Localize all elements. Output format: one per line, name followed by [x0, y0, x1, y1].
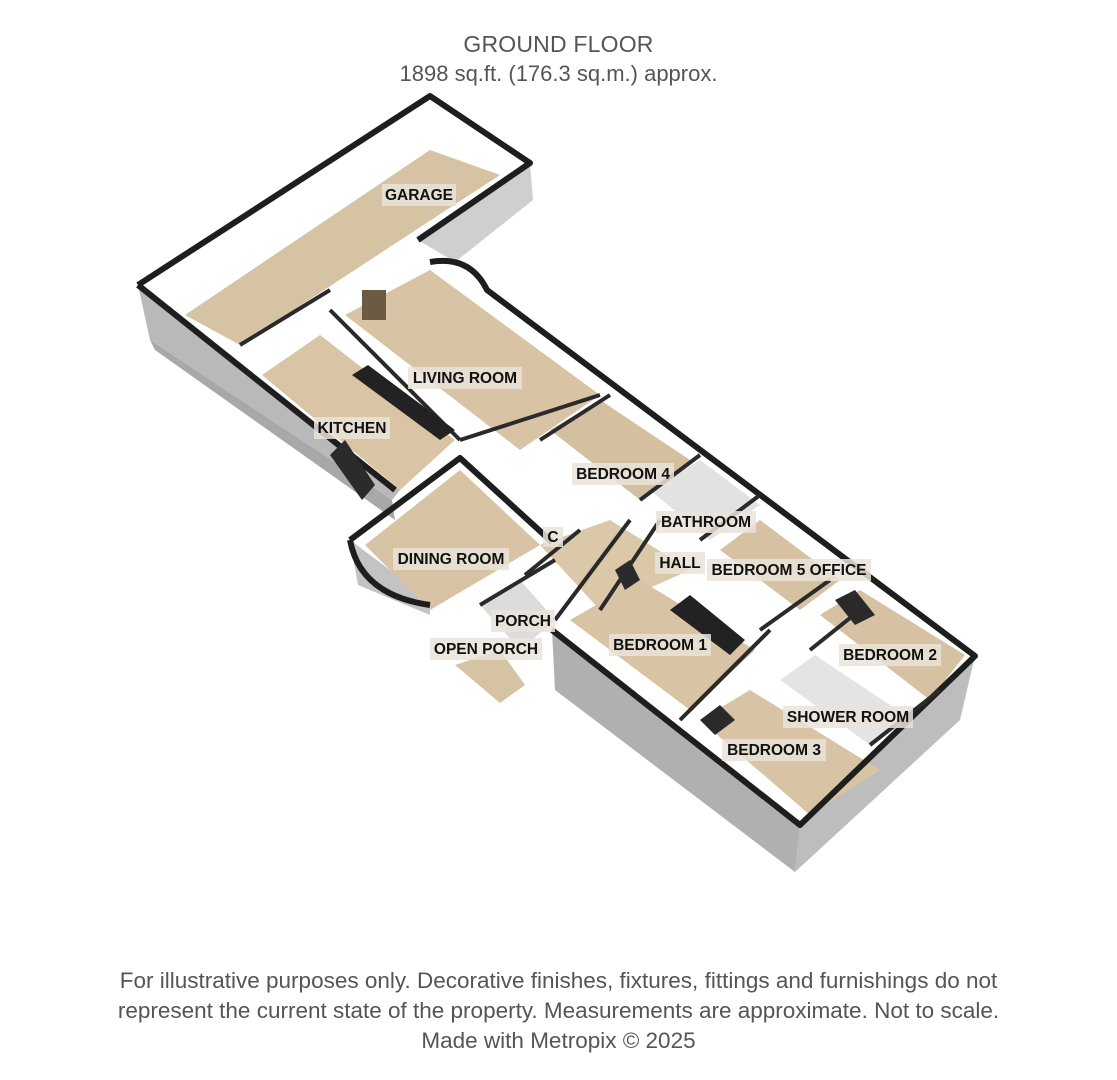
hall-unit: [615, 560, 640, 590]
label-garage: GARAGE: [385, 187, 453, 204]
label-living-room: LIVING ROOM: [413, 370, 517, 387]
wall-outline: [136, 93, 978, 828]
label-kitchen: KITCHEN: [318, 420, 387, 437]
label-shower-room: SHOWER ROOM: [787, 709, 909, 726]
floor-area: 1898 sq.ft. (176.3 sq.m.) approx.: [399, 61, 718, 86]
label-open-porch: OPEN PORCH: [434, 641, 538, 658]
interior-walls: [238, 288, 942, 747]
wardrobe-bedroom-3: [700, 705, 735, 735]
wardrobe-bedroom-1: [670, 595, 745, 655]
label-porch: PORCH: [495, 613, 551, 630]
fireplace: [362, 290, 386, 320]
disclaimer: For illustrative purposes only. Decorati…: [0, 966, 1117, 1056]
kitchen-floor: [262, 335, 455, 490]
label-bedroom-1: BEDROOM 1: [613, 637, 707, 654]
living-room-floor: [345, 270, 600, 450]
fixtures: [330, 290, 875, 735]
kitchen-range: [330, 440, 375, 500]
kitchen-counter: [352, 365, 455, 440]
disclaimer-line-1: For illustrative purposes only. Decorati…: [119, 968, 998, 993]
disclaimer-line-3: Made with Metropix © 2025: [421, 1028, 696, 1053]
label-bedroom-3: BEDROOM 3: [727, 742, 821, 759]
desk-bedroom-2: [835, 590, 875, 625]
room-labels: GARAGE LIVING ROOM KITCHEN BEDROOM 4 BAT…: [314, 184, 941, 761]
label-bedroom-4: BEDROOM 4: [576, 466, 670, 483]
label-bedroom-2: BEDROOM 2: [843, 647, 937, 664]
label-bathroom: BATHROOM: [661, 514, 751, 531]
disclaimer-line-2: represent the current state of the prope…: [117, 998, 1000, 1023]
label-bedroom-5-office: BEDROOM 5 OFFICE: [711, 562, 866, 579]
hall-floor: [540, 520, 690, 610]
dining-room-floor: [365, 470, 540, 610]
label-dining-room: DINING ROOM: [398, 551, 505, 568]
label-cupboard: C: [547, 529, 558, 546]
floor-title: GROUND FLOOR: [463, 31, 654, 57]
label-hall: HALL: [659, 555, 700, 572]
open-porch-floor: [455, 650, 525, 703]
